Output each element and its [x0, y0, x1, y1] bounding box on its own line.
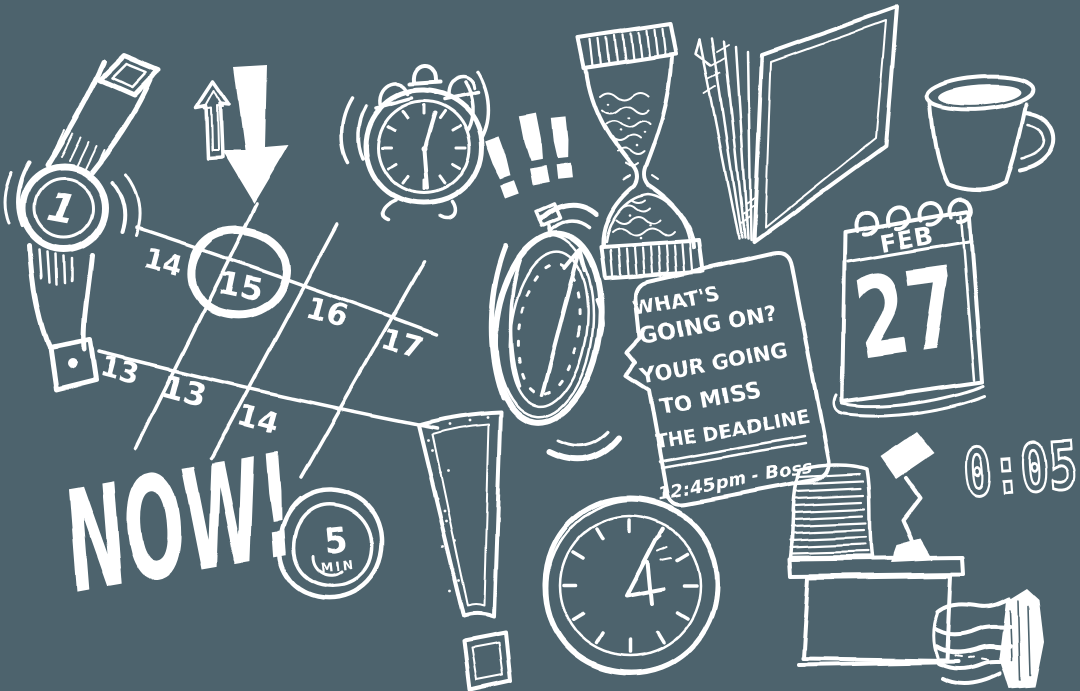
note-divider: [658, 434, 807, 470]
folder-icon: [694, 5, 899, 244]
calendar-date: 13: [97, 350, 143, 392]
alarm-clock-icon: [339, 64, 491, 222]
watch-numeral: 1: [44, 184, 79, 234]
clock-ticks: [380, 103, 468, 191]
clock-ticks: [516, 262, 582, 396]
clock-legs: [380, 198, 457, 222]
vibration-arc-icon: [3, 170, 14, 226]
motion-arc-icon: [556, 430, 610, 448]
binder-ring-icon: [853, 211, 880, 238]
bell-icon: [374, 82, 414, 110]
clock-ticks: [562, 518, 698, 654]
binder-ring-icon: [917, 201, 944, 228]
coffee-surface: [939, 84, 1021, 106]
note-line: TO MISS: [658, 378, 763, 420]
clock-hands: [625, 538, 666, 606]
clock-hand: [540, 248, 587, 397]
stopwatch-icon: [488, 202, 622, 463]
watch-buckle: [97, 53, 161, 98]
lamp-arm: [902, 476, 923, 546]
five-min-unit: MIN: [319, 557, 357, 576]
desk-top: [788, 555, 966, 578]
calendar-page: [840, 209, 984, 404]
motion-arc-icon: [546, 435, 622, 463]
five-min-badge: 5 MIN: [277, 487, 385, 600]
stress-marks: [653, 535, 672, 560]
motion-arc-icon: [549, 218, 591, 232]
ring-arcs-icon: [463, 70, 491, 139]
big-exclamation-icon: [416, 410, 513, 691]
binder-ring-icon: [885, 205, 912, 232]
folder-tab: [694, 38, 713, 68]
bell-icon: [442, 74, 480, 101]
wall-clock-icon: [542, 495, 720, 676]
paper-stack-lines: [789, 472, 870, 555]
date-circle-mark: [187, 225, 291, 320]
arrows-icon: [194, 65, 289, 204]
wristwatch-icon: 1: [3, 53, 161, 393]
mug-handle: [1018, 110, 1056, 172]
down-arrow-icon: [222, 65, 289, 204]
up-arrow-icon: [203, 90, 224, 151]
speckle-texture: [426, 415, 490, 592]
coffee-mug-icon: [925, 74, 1056, 192]
vibration-arc-icon: [16, 160, 32, 228]
now-text: NOW!: [53, 425, 306, 625]
digital-clock: 0:05: [961, 429, 1080, 512]
calendar-date: 16: [302, 290, 351, 335]
boss-note: WHAT'S GOING ON? YOUR GOING TO MISS THE …: [624, 250, 832, 507]
sand-texture: [611, 199, 675, 237]
five-min-value: 5: [322, 520, 350, 562]
clock-hands: [422, 111, 437, 190]
motion-arc-icon: [508, 256, 523, 388]
motion-arc-icon: [537, 202, 599, 223]
calendar-date-circled: 15: [214, 264, 265, 310]
triple-exclamation: ! ! !: [468, 91, 586, 221]
sandwich-icon: [932, 588, 1044, 689]
binder-ring-icon: [947, 197, 974, 224]
calendar-date: 14: [140, 242, 186, 284]
desk-front: [801, 574, 953, 663]
watch-buckle: [47, 337, 99, 393]
note-bubble-outline: [624, 250, 832, 507]
watch-face: [19, 163, 109, 253]
desk-calendar: FEB 27: [832, 197, 986, 418]
calendar-day: 27: [848, 243, 967, 386]
up-arrow-icon: [194, 80, 231, 160]
clock-button: [408, 64, 442, 86]
lamp-head-icon: [880, 431, 934, 479]
napkin-icon: [999, 588, 1044, 689]
desk-scene: [788, 431, 966, 667]
motion-arc-icon: [488, 243, 509, 401]
hourglass-icon: [576, 22, 705, 280]
calendar-date: 13: [158, 367, 211, 415]
vibration-arc-icon: [110, 180, 127, 234]
page-stack-lines: [832, 384, 986, 418]
folder-pages: [698, 37, 753, 242]
sand-texture: [599, 91, 651, 168]
motion-arc-icon: [595, 298, 605, 345]
ring-arcs-icon: [339, 96, 368, 164]
